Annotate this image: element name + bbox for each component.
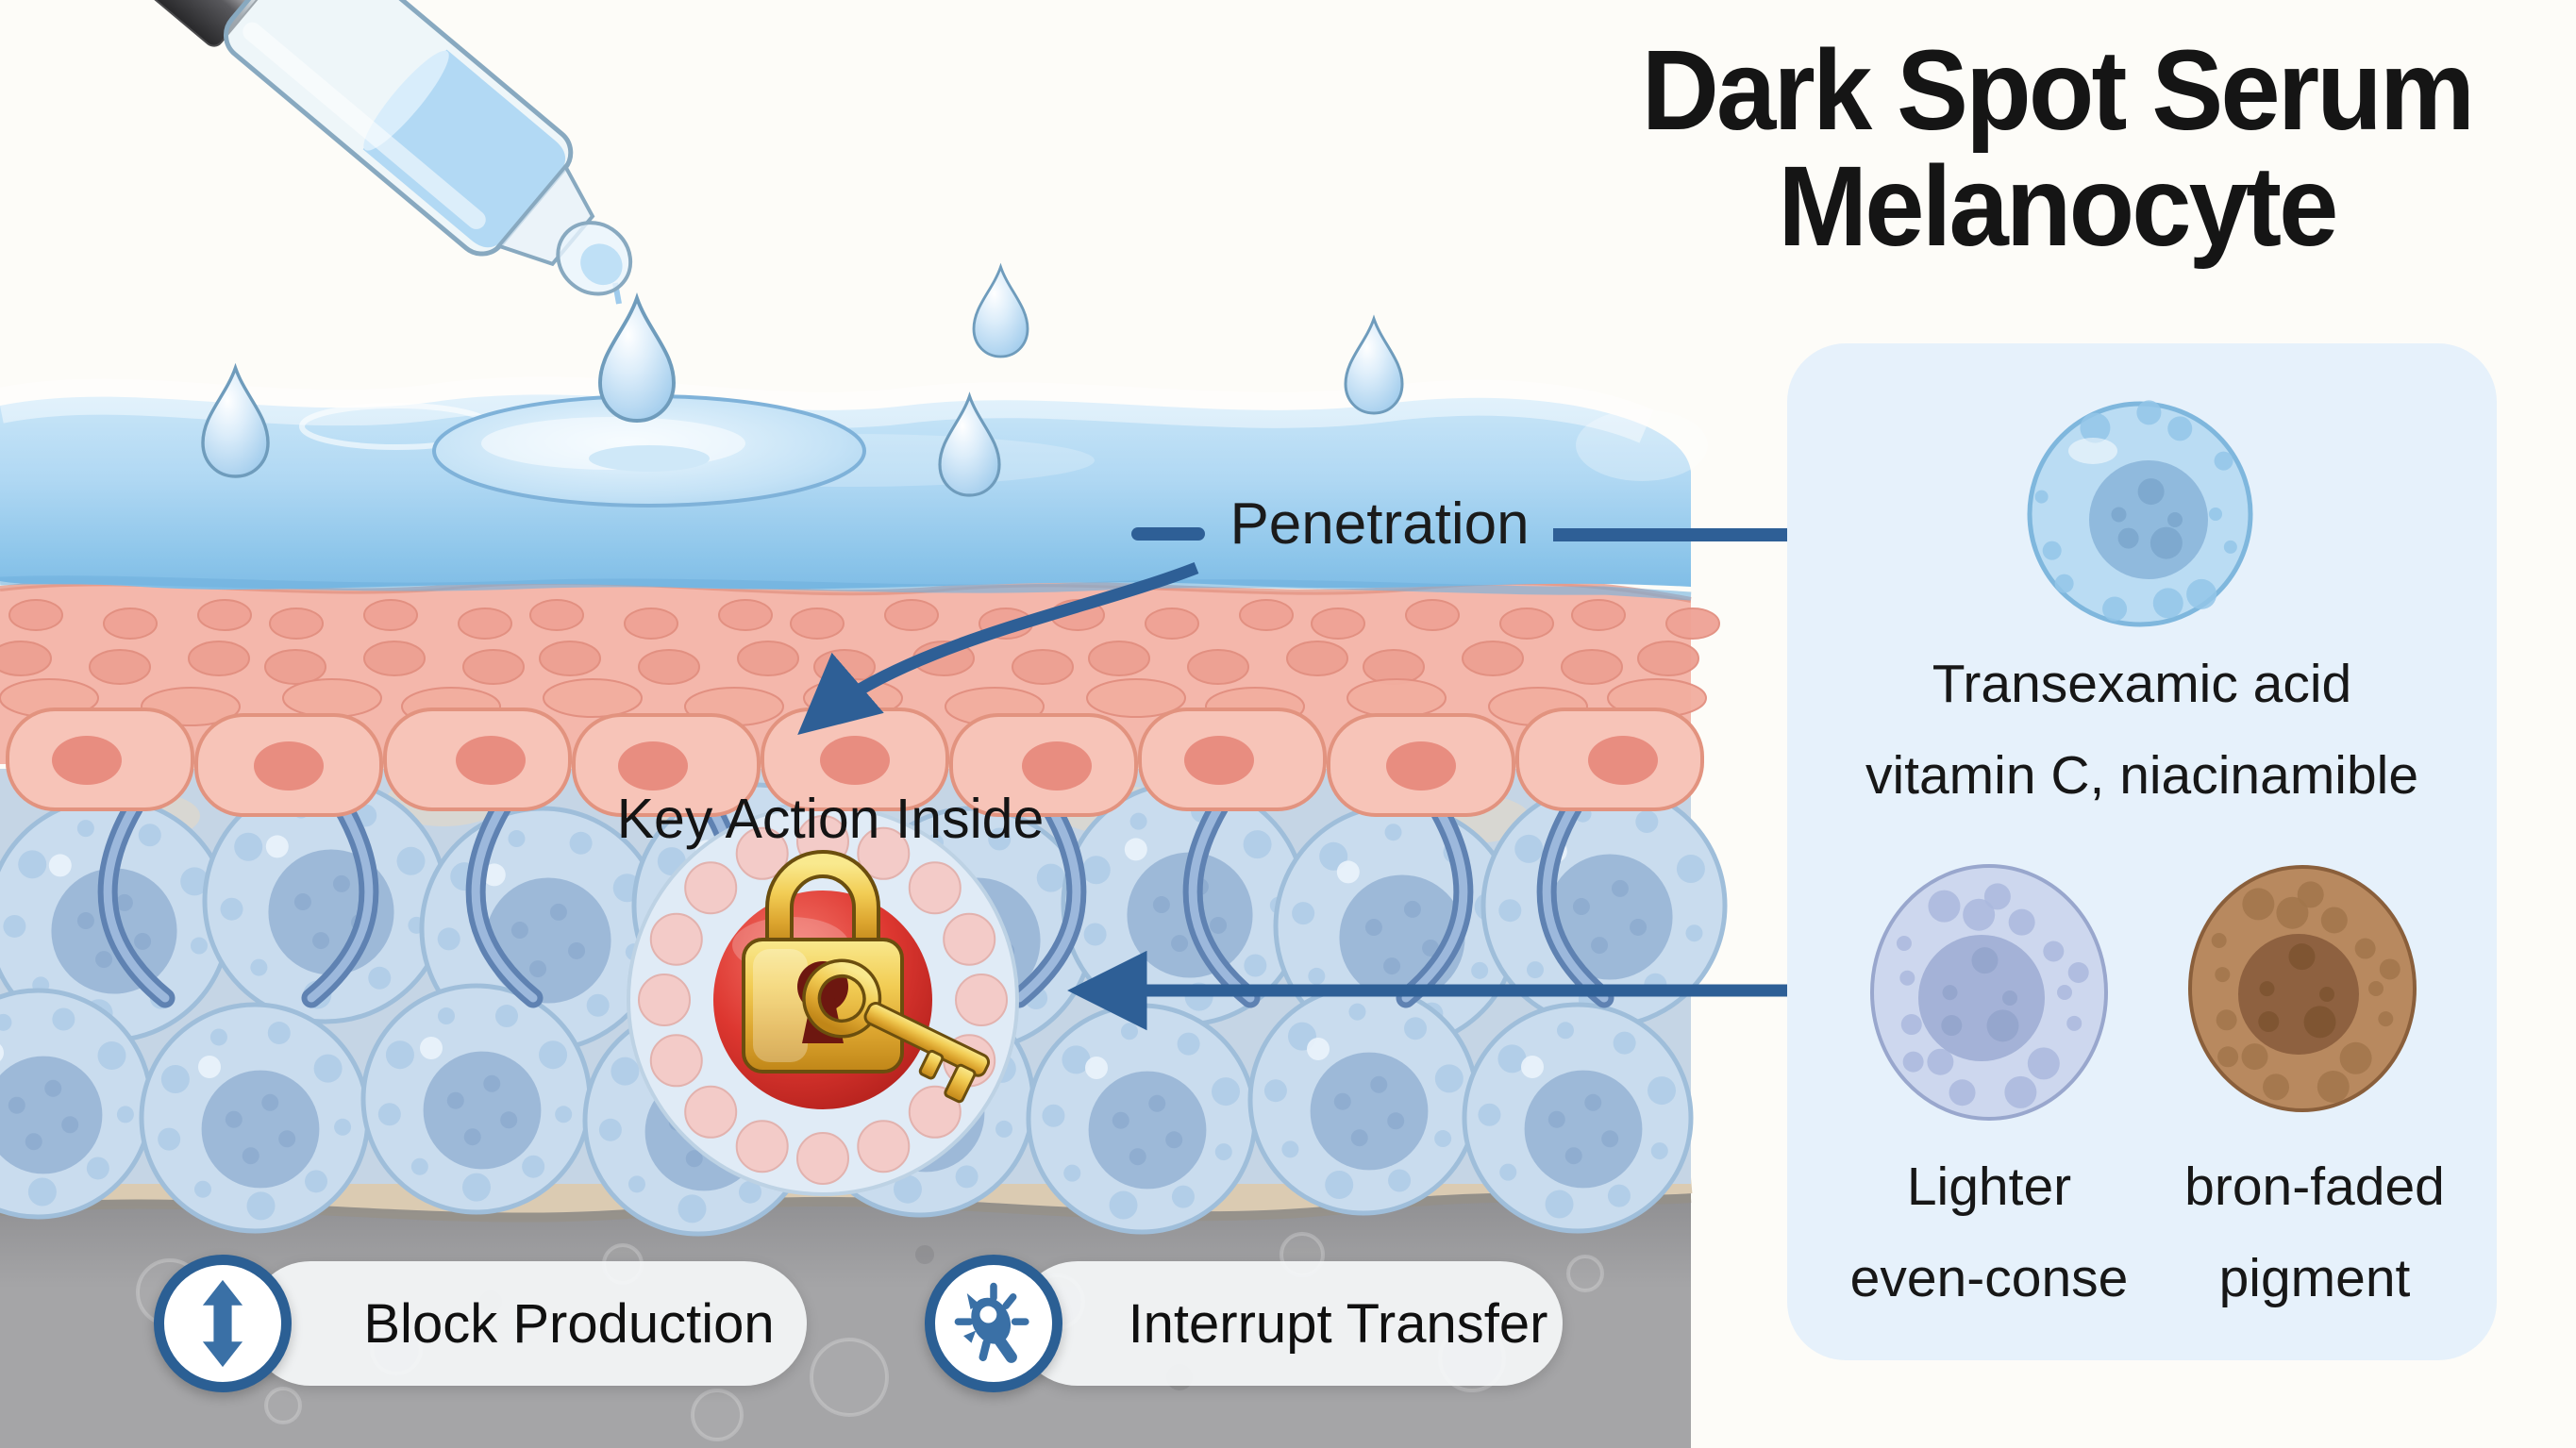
page-title: Dark Spot Serum Melanocyte [1622,25,2491,271]
info-panel [1787,343,2497,1360]
interrupt-transfer-label: Interrupt Transfer [1015,1261,1563,1386]
spark-key-icon [954,1282,1029,1363]
melanocyte-lock-target [627,804,1019,1196]
skin-surface-layer [0,265,1708,601]
pigment-cell-caption-line1: bron-faded [2184,1157,2445,1217]
penetration-label: Penetration [1229,491,1530,557]
lighter-cell-caption-line2: even-conse [1849,1247,2129,1308]
serum-ingredient-cell [2027,400,2253,627]
block-production-badge-circle [154,1255,292,1392]
key-action-label: Key Action Inside [616,788,1045,850]
lighter-cell-caption-line1: Lighter [1906,1157,2072,1217]
block-production-label: Block Production [248,1261,807,1386]
ingredients-caption-line2: vitamin C, niacinamible [1865,744,2419,806]
falling-drop [598,296,676,423]
up-down-arrow-icon [202,1279,243,1368]
page-title-line2: Melanocyte [1778,141,2338,271]
lighter-skin-cell [1870,864,2108,1121]
block-production-badge: Block Production [154,1255,807,1392]
lighter-cell-caption: Lighter even-conse [1815,1141,2164,1324]
ingredients-caption-line1: Transexamic acid [1932,654,2352,714]
key-icon [802,958,991,1104]
pigment-cell-caption-line2: pigment [2218,1247,2411,1308]
interrupt-transfer-badge: Interrupt Transfer [925,1255,1563,1392]
penetration-curved-arrow [797,561,1199,736]
epidermis-layer [0,578,1720,817]
ingredients-caption: Transexamic acid vitamin C, niacinamible [1798,639,2486,822]
interrupt-transfer-badge-circle [925,1255,1062,1392]
dropper-icon [0,0,676,423]
page-title-line1: Dark Spot Serum [1641,25,2475,154]
pigment-cell-caption: bron-faded pigment [2140,1141,2489,1324]
pigment-cell [2188,865,2417,1112]
